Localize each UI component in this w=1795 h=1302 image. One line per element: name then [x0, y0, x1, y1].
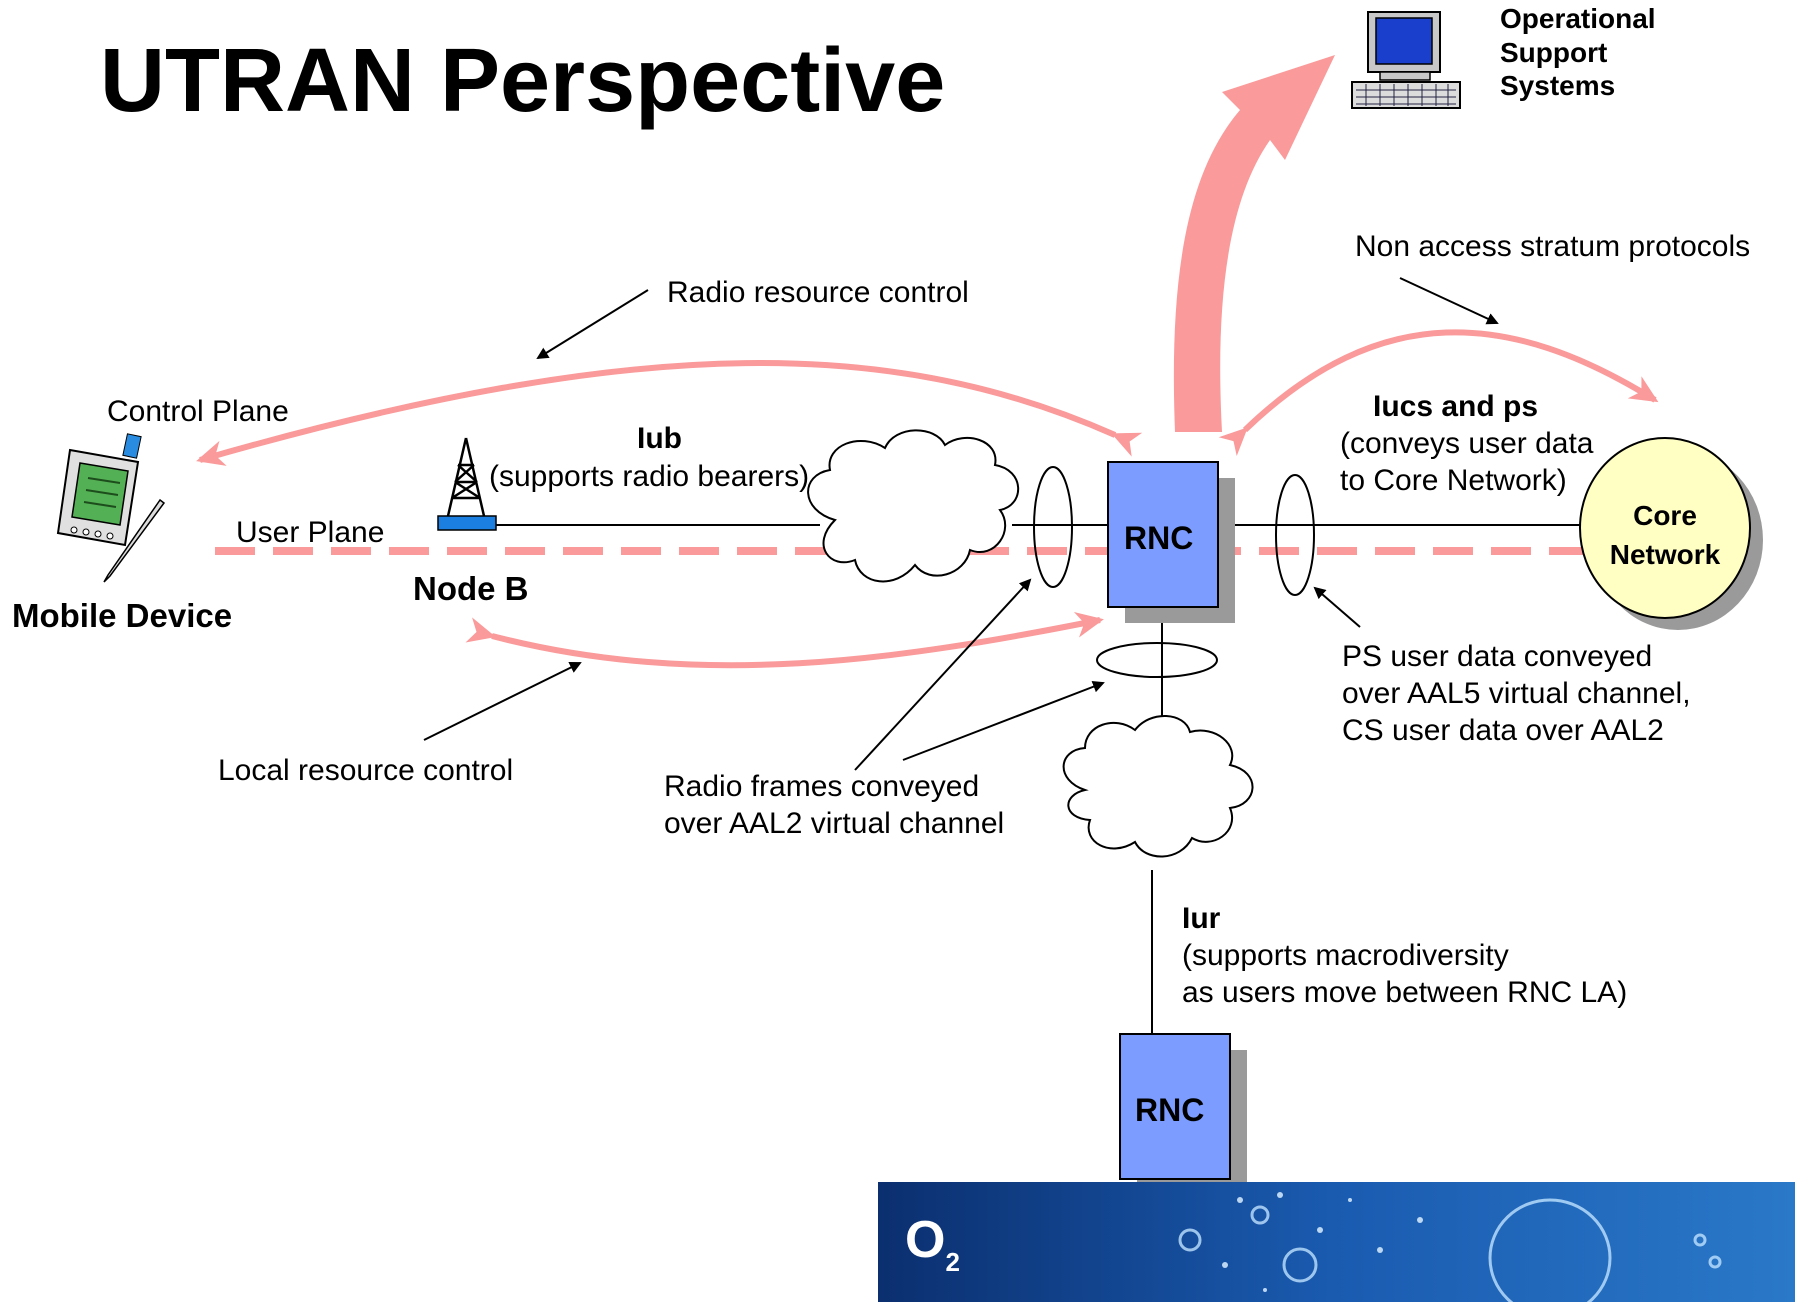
- page-title: UTRAN Perspective: [100, 31, 946, 131]
- oss-label: Operational Support Systems: [1500, 2, 1656, 103]
- o2-banner: [878, 1182, 1795, 1302]
- rnc-main-box: [1107, 461, 1219, 608]
- o2-logo-subscript: 2: [945, 1247, 960, 1277]
- bubbles-dots: [1222, 1192, 1423, 1292]
- non-access-label: Non access stratum protocols: [1355, 230, 1751, 263]
- pointer-radio-frames-1: [854, 578, 1032, 771]
- iur-desc-line1: (supports macrodiversity: [1182, 939, 1509, 972]
- non-access-arrow: [1218, 329, 1659, 457]
- radio-resource-label: Radio resource control: [667, 276, 969, 309]
- core-network-label-2: Network: [1609, 539, 1721, 570]
- o2-logo-letter: O: [905, 1211, 946, 1269]
- ps-line2: over AAL5 virtual channel,: [1342, 677, 1691, 710]
- core-network-label-1: Core: [1633, 500, 1697, 531]
- ps-line3: CS user data over AAL2: [1342, 714, 1664, 747]
- iub-ring: [1033, 466, 1073, 588]
- rnc-main-label: RNC: [1124, 520, 1194, 556]
- mobile-device-label: Mobile Device: [12, 597, 233, 634]
- iur-cloud: [1062, 715, 1254, 858]
- oss-label-line3: Systems: [1500, 70, 1616, 102]
- iucs-ring: [1275, 474, 1315, 596]
- oss-arrow: [1173, 55, 1335, 432]
- o2-logo: O2: [905, 1210, 960, 1278]
- rnc-lower-box: [1119, 1033, 1231, 1180]
- computer-icon: [1351, 11, 1461, 109]
- iub-desc: (supports radio bearers): [489, 460, 810, 493]
- iub-cloud: [807, 429, 1020, 583]
- iur-desc-line2: as users move between RNC LA): [1182, 976, 1628, 1009]
- bubbles-decoration: [1178, 1198, 1722, 1302]
- pointer-local-resource: [423, 662, 582, 741]
- iucs-desc-line2: to Core Network): [1340, 464, 1567, 497]
- rnc-lower-label: RNC: [1135, 1092, 1205, 1128]
- pointer-ps-data: [1313, 586, 1361, 628]
- node-b-label: Node B: [413, 570, 529, 607]
- pda-icon: [56, 433, 166, 583]
- pointer-non-access: [1399, 277, 1499, 325]
- local-resource-label: Local resource control: [218, 754, 514, 787]
- oss-label-line2: Support: [1500, 36, 1608, 68]
- user-plane-label: User Plane: [236, 516, 385, 549]
- core-network-ellipse: [1579, 437, 1751, 619]
- ps-line1: PS user data conveyed: [1342, 640, 1653, 673]
- tower-icon: [437, 437, 497, 531]
- pointer-radio-frames-2: [902, 680, 1105, 761]
- radio-resource-arrow: [196, 360, 1143, 466]
- iucs-title: Iucs and ps: [1373, 390, 1539, 423]
- oss-label-line1: Operational: [1500, 3, 1656, 34]
- radio-frames-line1: Radio frames conveyed: [664, 770, 980, 803]
- pointer-radio-resource: [536, 289, 649, 360]
- local-resource-arrow: [465, 611, 1104, 669]
- iub-title: Iub: [637, 422, 682, 455]
- iucs-desc-line1: (conveys user data: [1340, 427, 1594, 460]
- iur-title: Iur: [1182, 902, 1221, 935]
- iur-ring: [1096, 642, 1218, 678]
- radio-frames-line2: over AAL2 virtual channel: [664, 807, 1005, 840]
- control-plane-label: Control Plane: [107, 395, 289, 428]
